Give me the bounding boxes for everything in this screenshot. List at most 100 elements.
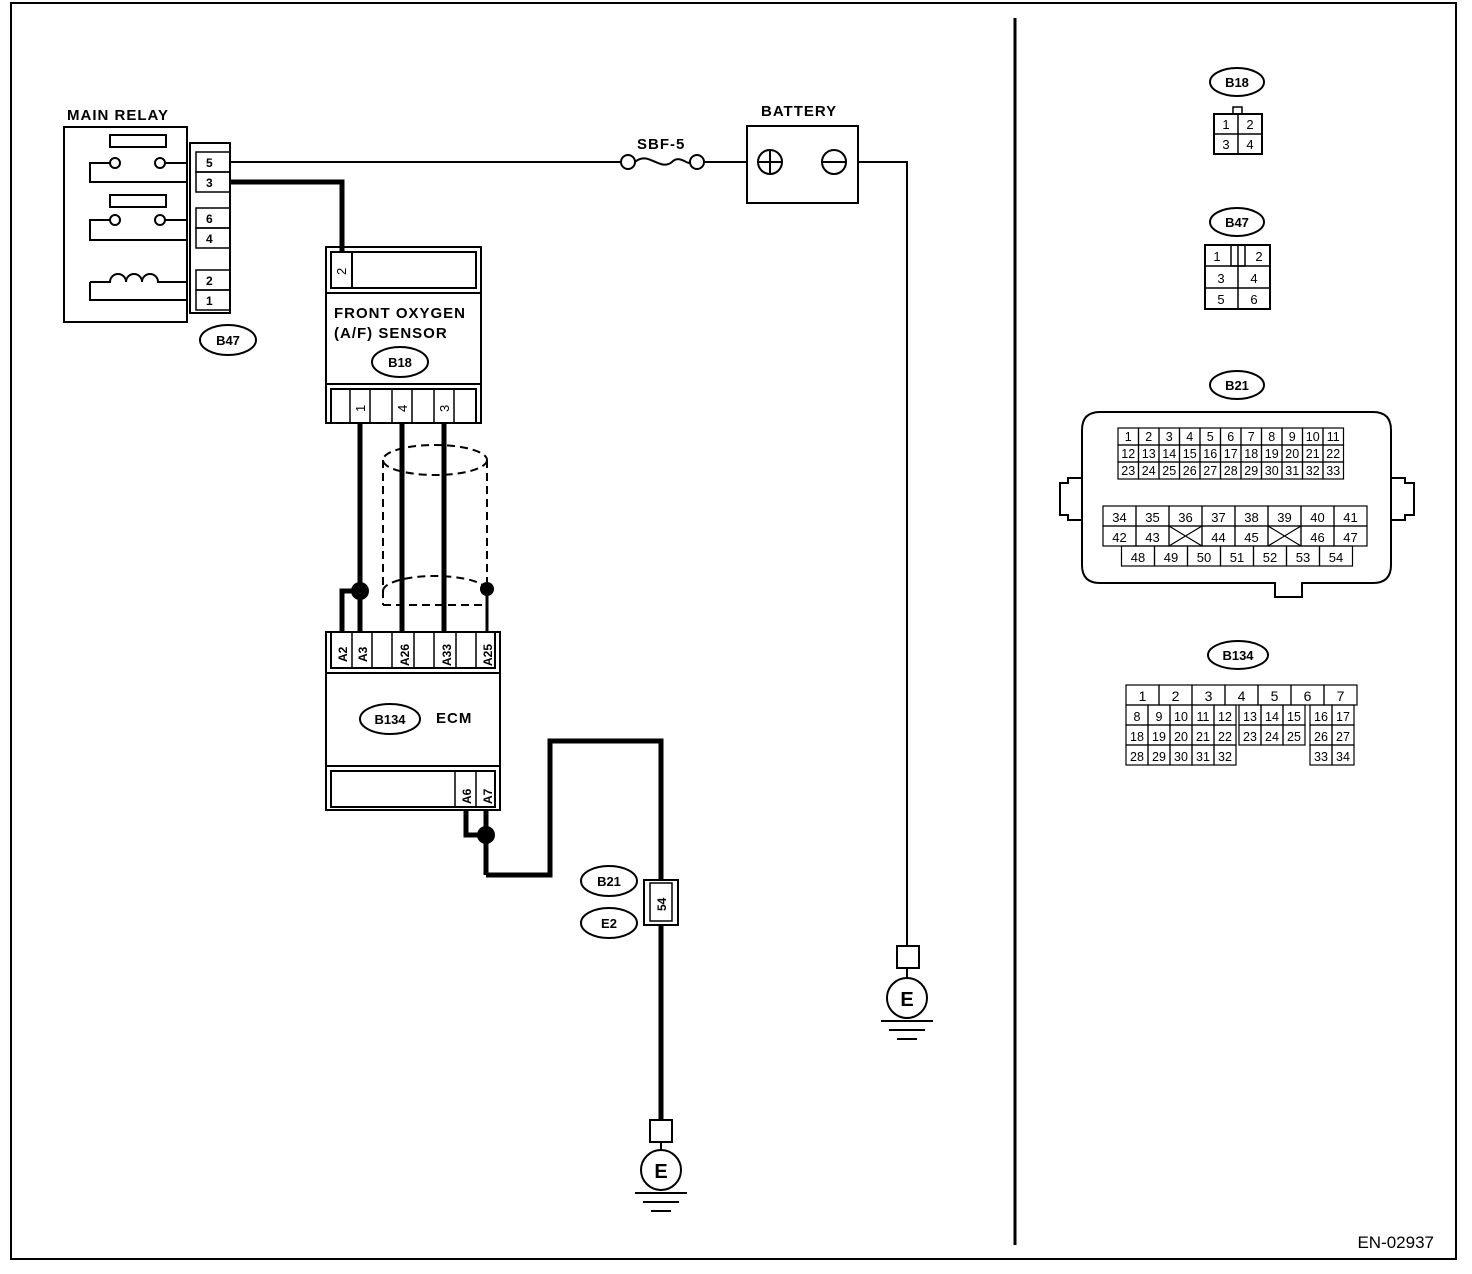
pin-number: 33 <box>1314 750 1328 764</box>
pin-number: 1 <box>1139 688 1147 704</box>
pin-number: 20 <box>1174 730 1188 744</box>
relay-pin: 1 <box>206 294 213 308</box>
ground-point-badge: E2 <box>601 916 617 931</box>
main-relay-label: MAIN RELAY <box>67 107 169 124</box>
pin-number: 47 <box>1343 530 1357 545</box>
pin-number: 23 <box>1121 464 1135 478</box>
relay-pin: 5 <box>206 156 213 170</box>
battery-label: BATTERY <box>761 103 837 120</box>
pin-number: 24 <box>1265 730 1279 744</box>
pin-number: 27 <box>1203 464 1217 478</box>
pin-number: 19 <box>1152 730 1166 744</box>
pin-number: 17 <box>1336 710 1350 724</box>
pin-number: 9 <box>1156 710 1163 724</box>
pin-number: 11 <box>1197 710 1210 724</box>
front-oxygen-sensor: 2 FRONT OXYGEN (A/F) SENSOR B18 1 4 3 <box>325 246 482 424</box>
relay-pin: 6 <box>206 212 213 226</box>
pin-number: 12 <box>1218 710 1232 724</box>
pin-number: 16 <box>1314 710 1328 724</box>
pin-number: 15 <box>1287 710 1301 724</box>
pin-number: 24 <box>1142 464 1156 478</box>
figure-code: EN-02937 <box>1357 1233 1434 1252</box>
battery: BATTERY <box>746 103 859 204</box>
pin-number: 9 <box>1289 430 1296 444</box>
pin-number: 21 <box>1306 447 1320 461</box>
pin-number: 14 <box>1265 710 1279 724</box>
pin-cell <box>1282 724 1306 746</box>
pin-number: 54 <box>1329 550 1343 565</box>
sensor-connector-badge: B18 <box>388 355 412 370</box>
pin-number: 36 <box>1178 510 1192 525</box>
pin-number: 6 <box>1250 292 1257 307</box>
pin-number: 32 <box>1306 464 1320 478</box>
pin-number: 48 <box>1131 550 1145 565</box>
pin-cell <box>1318 545 1354 567</box>
pin-number: 4 <box>1250 271 1257 286</box>
pin-cell <box>1213 744 1237 766</box>
splice-point <box>480 582 494 596</box>
pin-number: 32 <box>1218 750 1232 764</box>
pin-number: 40 <box>1310 510 1324 525</box>
ecm-pin: A33 <box>440 644 454 666</box>
pin-number: 31 <box>1196 750 1210 764</box>
ecm-pin: A6 <box>460 788 474 804</box>
pin-number: 29 <box>1244 464 1258 478</box>
pin-number: 10 <box>1174 710 1188 724</box>
pin-number: 22 <box>1326 447 1340 461</box>
joint-pin: 54 <box>655 897 669 911</box>
joint-connector: B21 E2 54 <box>580 865 679 939</box>
relay-pin: 4 <box>206 232 213 246</box>
pin-number: 5 <box>1217 292 1224 307</box>
pin-number: 14 <box>1162 447 1176 461</box>
pin-number: 23 <box>1243 730 1257 744</box>
view-title: B47 <box>1225 215 1249 230</box>
pin-number: 46 <box>1310 530 1324 545</box>
splice-point <box>477 826 495 844</box>
figure-frame <box>10 2 1457 1260</box>
pin-number: 3 <box>1222 137 1229 152</box>
ground-battery: E <box>881 945 933 1040</box>
pin-number: 44 <box>1211 530 1225 545</box>
ecm-connector-badge: B134 <box>374 712 406 727</box>
pin-number: 28 <box>1224 464 1238 478</box>
pin-number: 7 <box>1337 688 1345 704</box>
pin-number: 13 <box>1142 447 1156 461</box>
pin-number: 19 <box>1265 447 1279 461</box>
pin-number: 43 <box>1145 530 1159 545</box>
pin-number: 22 <box>1218 730 1232 744</box>
pin-number: 51 <box>1230 550 1244 565</box>
pin-number: 13 <box>1243 710 1257 724</box>
ecm-pin: A3 <box>356 646 370 662</box>
pin-number: 3 <box>1217 271 1224 286</box>
pin-number: 18 <box>1130 730 1144 744</box>
sensor-pin: 3 <box>437 405 452 412</box>
pin-number: 21 <box>1196 730 1210 744</box>
ecm-pin: A7 <box>481 788 495 804</box>
pin-number: 18 <box>1244 447 1258 461</box>
pin-number: 6 <box>1304 688 1312 704</box>
ecm-pin: A25 <box>481 644 495 666</box>
pin-number: 25 <box>1287 730 1301 744</box>
pin-cell <box>1322 461 1345 480</box>
pin-number: 3 <box>1205 688 1213 704</box>
relay-pin: 2 <box>206 274 213 288</box>
pin-number: 15 <box>1183 447 1197 461</box>
view-title: B134 <box>1222 648 1254 663</box>
fuse-label: SBF-5 <box>637 136 685 153</box>
pin-number: 4 <box>1238 688 1246 704</box>
view-title: B18 <box>1225 75 1249 90</box>
pin-number: 25 <box>1162 464 1176 478</box>
blank-pin-cross <box>1168 525 1203 547</box>
pin-number: 41 <box>1343 510 1357 525</box>
pin-number: 3 <box>1166 430 1173 444</box>
ecm-label: ECM <box>436 710 472 727</box>
pin-number: 1 <box>1125 430 1132 444</box>
relay-connector-badge: B47 <box>216 333 240 348</box>
pin-number: 5 <box>1271 688 1279 704</box>
pin-number: 31 <box>1285 464 1299 478</box>
pin-number: 8 <box>1134 710 1141 724</box>
pin-number: 27 <box>1336 730 1350 744</box>
